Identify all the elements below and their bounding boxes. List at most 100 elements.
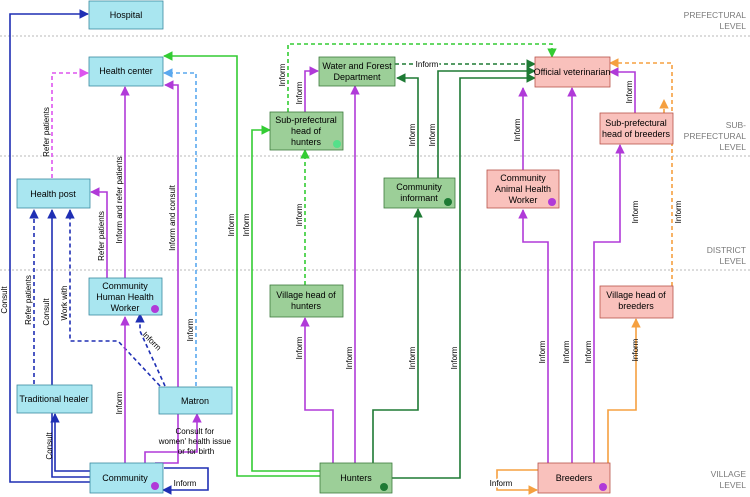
node-breeders: Breeders <box>537 462 611 494</box>
label-refer-chhw: Refer patients <box>97 211 106 261</box>
svg-text:Breeders: Breeders <box>556 473 593 483</box>
label-inform-refer: Inform and refer patients <box>115 156 124 243</box>
label-inform-hunters-village: Inform <box>295 336 304 359</box>
label-inform-subpref-vet-breeders: Inform <box>625 80 634 103</box>
edge-community-matron-consult <box>144 413 202 463</box>
label-inform-consult: Inform and consult <box>168 184 177 251</box>
label-inform-subpref-village-breeders: Inform <box>631 200 640 223</box>
edge-informant-vet-inform <box>437 66 536 178</box>
node-traditional-healer: Traditional healer <box>16 384 93 414</box>
label-workwith: Work with <box>60 286 69 321</box>
label-inform-caahw-vet: Inform <box>513 118 522 141</box>
node-matron: Matron <box>158 386 233 415</box>
svg-text:Community: Community <box>102 473 148 483</box>
edge-informant-waterforest-inform <box>396 73 419 178</box>
svg-text:Traditional healer: Traditional healer <box>19 394 88 404</box>
label-inform-breeders-caahw: Inform <box>538 340 547 363</box>
label-inform-informant-waterforest: Inform <box>408 123 417 146</box>
label-consult-hospital: Consult <box>0 286 9 314</box>
edge-community-healthpost-consult <box>47 209 90 478</box>
node-community: Community <box>89 462 164 494</box>
status-dot-darkgreen <box>444 198 452 206</box>
label-inform-breeders-self: Inform <box>490 479 513 488</box>
svg-text:Matron: Matron <box>181 396 209 406</box>
edge-subprefbreeders-vet-inform <box>609 67 636 113</box>
edge-hunters-subprefhunters-inform <box>251 125 320 472</box>
svg-text:Official veterinarian: Official veterinarian <box>534 67 611 77</box>
label-inform-hunters-informant: Inform <box>408 346 417 369</box>
label-inform-informant-vet: Inform <box>428 123 437 146</box>
status-dot-purple <box>548 198 556 206</box>
svg-text:Hospital: Hospital <box>110 10 143 20</box>
label-consult-healer: Consult <box>45 432 54 460</box>
node-health-post: Health post <box>16 178 91 209</box>
label-inform-breeders-villagebreeders: Inform <box>631 338 640 361</box>
status-dot-purple <box>599 483 607 491</box>
edge-breeders-villagebreeders-inform <box>607 318 641 463</box>
edge-subprefhunters-waterforest-inform <box>304 66 319 112</box>
label-inform-waterforest-vet: Inform <box>416 60 439 69</box>
status-dot-purple <box>151 482 159 490</box>
edge-breeders-self-inform <box>496 469 538 495</box>
label-inform-matron-healthcenter: Inform <box>186 318 195 341</box>
label-inform-subpref-waterforest: Inform <box>295 81 304 104</box>
edge-community-healthcenter-inform-consult <box>155 80 179 464</box>
label-inform-subpref-vet: Inform <box>278 63 287 86</box>
edge-community-hospital-consult <box>9 9 90 483</box>
label-inform-breeders-vet: Inform <box>562 340 571 363</box>
edge-hunters-healthcenter-inform <box>163 51 320 477</box>
edge-breeders-caahw-inform <box>518 209 549 463</box>
edge-subprefhunters-vet-inform <box>287 43 557 112</box>
label-inform-breeders-subpref: Inform <box>584 340 593 363</box>
label-refer-healthcenter: Refer patients <box>42 107 51 157</box>
label-inform-village-vet-breeders: Inform <box>674 200 683 223</box>
edge-hunters-villagehunters-inform <box>300 317 334 463</box>
svg-text:Health post: Health post <box>30 189 76 199</box>
edge-chhw-healthpost-refer <box>90 187 108 278</box>
node-official-veterinarian: Official veterinarian <box>534 56 611 88</box>
svg-text:Hunters: Hunters <box>340 473 372 483</box>
label-inform-healthcenter-green: Inform <box>227 213 236 236</box>
node-health-center: Health center <box>88 56 164 87</box>
edge-breeders-subprefbreeders-inform <box>593 144 625 463</box>
label-inform-hunters-vet: Inform <box>450 346 459 369</box>
label-refer-healer: Refer patients <box>24 275 33 325</box>
status-dot-green <box>333 140 341 148</box>
node-hospital: Hospital <box>88 0 164 30</box>
label-inform-hunters-waterforest: Inform <box>345 346 354 369</box>
label-consult-healthpost: Consult <box>42 298 51 326</box>
label-inform-subprefhunters-green: Inform <box>242 213 251 236</box>
status-dot-purple <box>151 305 159 313</box>
edge-matron-healthpost-workwith <box>65 209 161 387</box>
label-inform-community-chhw: Inform <box>115 391 124 414</box>
edge-matron-chhw-inform <box>135 313 166 387</box>
edge-community-healer-consult <box>50 413 90 472</box>
edge-community-self-inform <box>162 467 209 495</box>
node-hunters: Hunters <box>319 462 393 494</box>
label-inform-community-self: Inform <box>174 479 197 488</box>
edge-healthpost-healthcenter-refer <box>51 68 89 178</box>
svg-text:Health center: Health center <box>99 66 153 76</box>
edge-hunters-informant-inform <box>372 208 423 463</box>
label-inform-village-subpref: Inform <box>295 203 304 226</box>
